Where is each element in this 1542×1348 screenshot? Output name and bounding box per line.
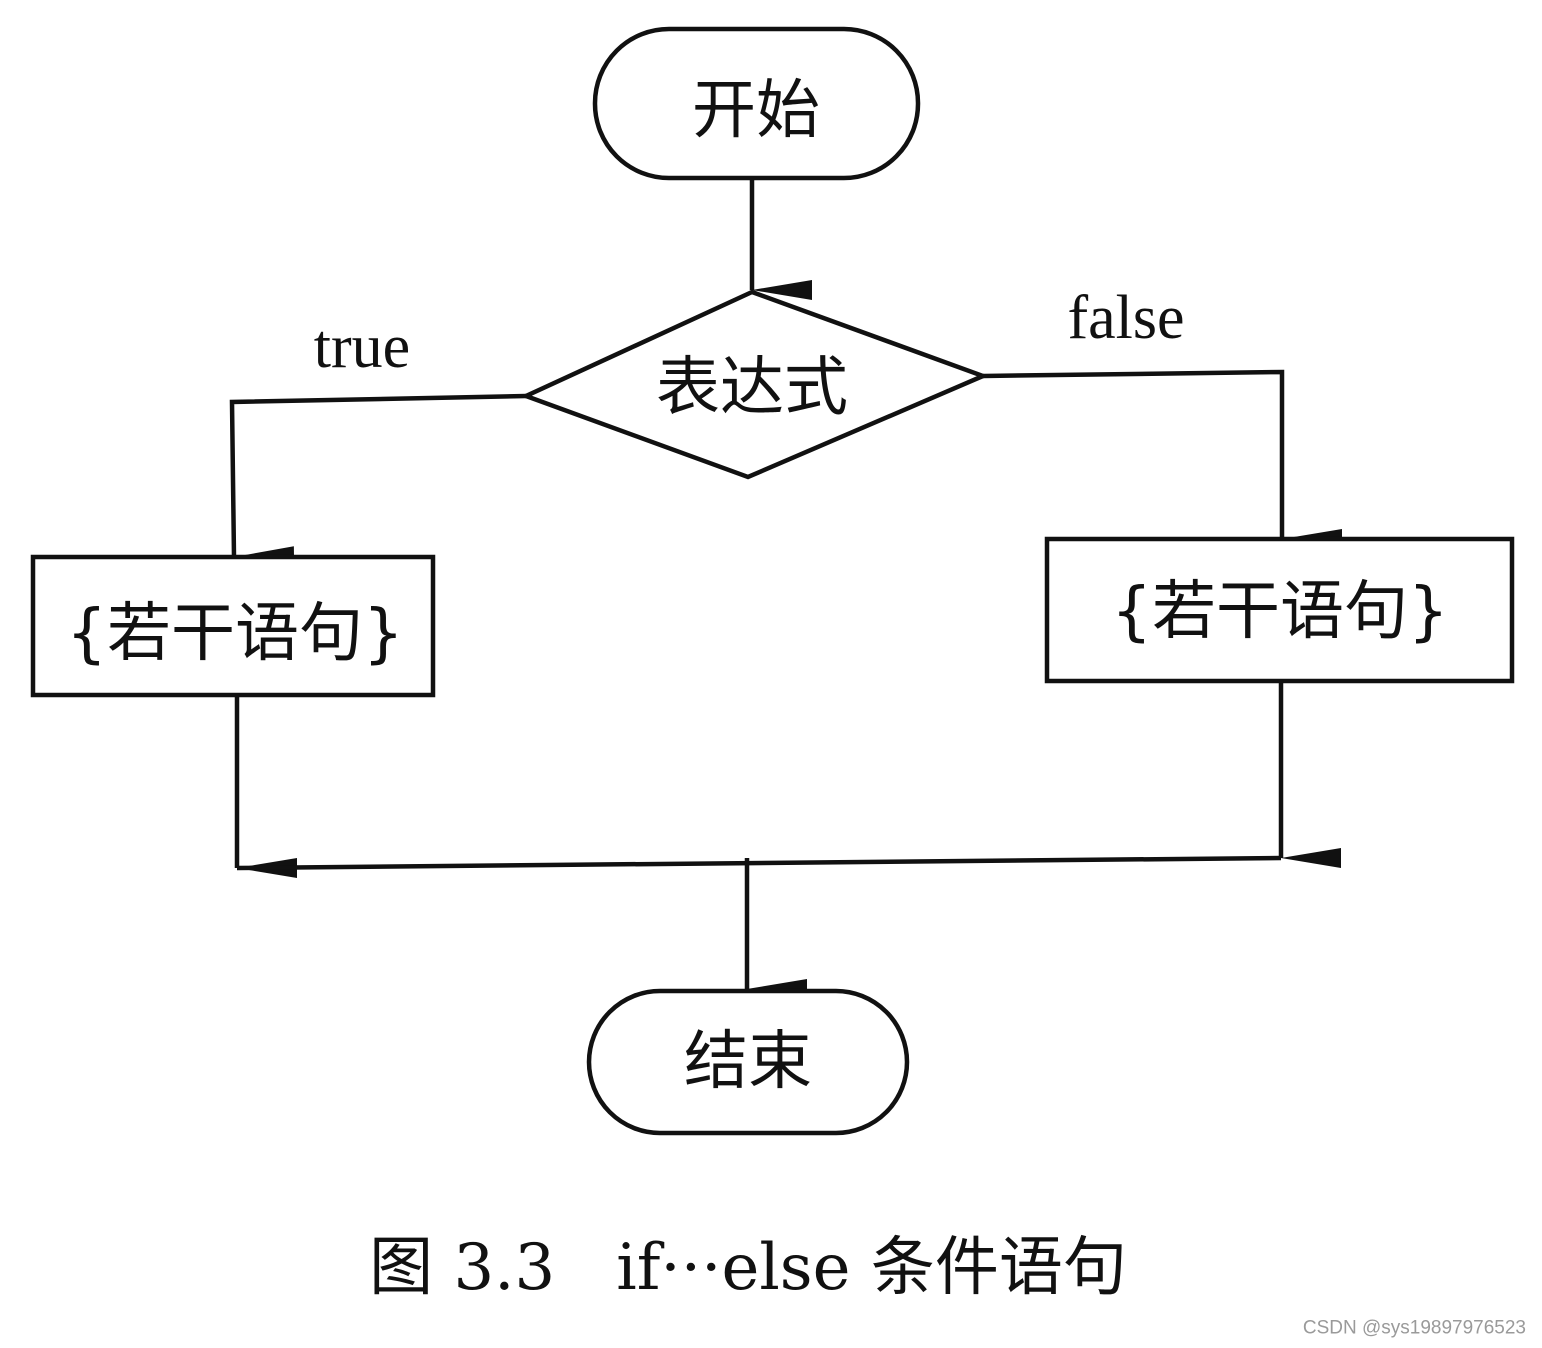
node-decision: 表达式 [520,289,990,480]
true-branch-process-shape [30,554,436,698]
node-start: 开始 [592,26,921,181]
decision-diamond-shape [520,289,990,480]
end-label: 结束 [684,1025,812,1099]
node-true-branch: {若干语句} [30,554,436,698]
node-end: 结束 [586,988,910,1136]
figure-caption: 图 3.3 if···else 条件语句 [369,1231,1127,1305]
edge-decision-to-false-branch [982,369,1342,549]
csdn-watermark: CSDN @sys19897976523 [1303,1318,1526,1339]
true-edge-label: true [314,313,410,381]
end-terminal-shape [586,988,910,1136]
start-label: 开始 [692,74,820,148]
start-terminal-shape [592,26,921,181]
node-false-branch: {若干语句} [1044,536,1515,684]
edge-decision-to-true-branch [229,393,527,567]
false-edge-label: false [1067,284,1184,352]
false-branch-process-shape [1044,536,1515,684]
true-branch-label: {若干语句} [66,597,403,671]
edge-merge-line [236,855,1282,871]
false-branch-label: {若干语句} [1111,575,1448,649]
decision-label: 表达式 [656,351,848,425]
edges-group [229,178,1342,999]
